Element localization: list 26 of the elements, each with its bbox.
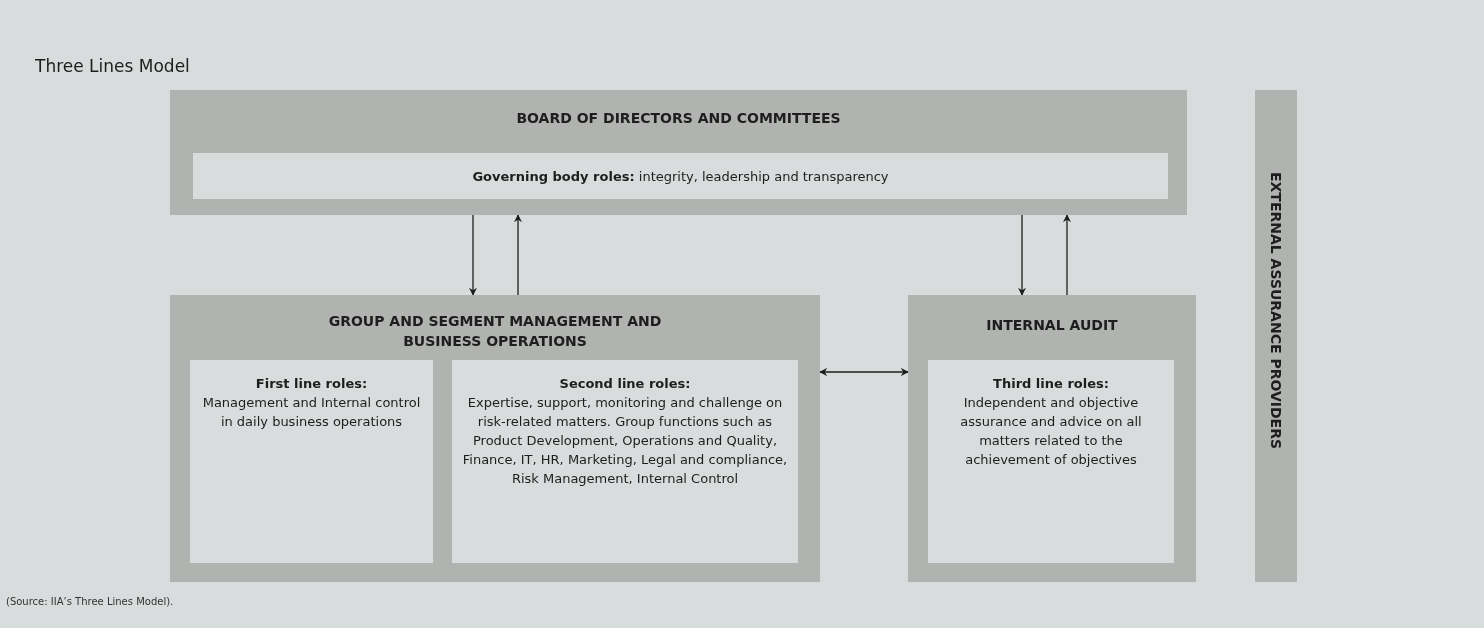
roles-description: Independent and objective assurance and advice on all matters related to the achievement of objectives <box>959 394 1143 469</box>
diagram-title: Three Lines Model <box>35 56 190 76</box>
panel <box>908 295 1196 582</box>
roles-text: Governing body roles: integrity, leadership and transparency <box>472 167 889 186</box>
roles-description: Management and Internal control in daily business operations <box>201 394 422 431</box>
roles-heading: Third line roles: <box>992 375 1110 393</box>
roles-box <box>190 360 433 563</box>
panel <box>170 295 820 582</box>
roles-description: Expertise, support, monitoring and challenge on risk-related matters. Group functions such as Product Development, Operations and Quality, Finance, IT, HR, Marketing, Legal and compliance, Risk Management, Internal Control <box>461 394 789 488</box>
panel-heading: INTERNAL AUDIT <box>985 316 1119 335</box>
panel <box>170 90 1187 215</box>
source-caption: (Source: IIA’s Three Lines Model). <box>6 596 174 607</box>
arrow <box>514 214 522 296</box>
roles-heading: First line roles: <box>254 375 369 393</box>
roles-box <box>928 360 1174 563</box>
roles-box <box>193 153 1168 199</box>
arrow <box>469 214 477 296</box>
panel-heading: GROUP AND SEGMENT MANAGEMENT AND BUSINESS OPERATIONS <box>327 312 663 351</box>
band-heading: EXTERNAL ASSURANCE PROVIDERS <box>1267 172 1285 450</box>
roles-heading: Second line roles: <box>558 375 692 393</box>
arrow <box>1018 214 1026 296</box>
arrow <box>1063 214 1071 296</box>
panel-heading: BOARD OF DIRECTORS AND COMMITTEES <box>515 109 842 128</box>
side-band <box>1255 90 1297 582</box>
double-arrow <box>819 368 909 376</box>
roles-box <box>452 360 798 563</box>
